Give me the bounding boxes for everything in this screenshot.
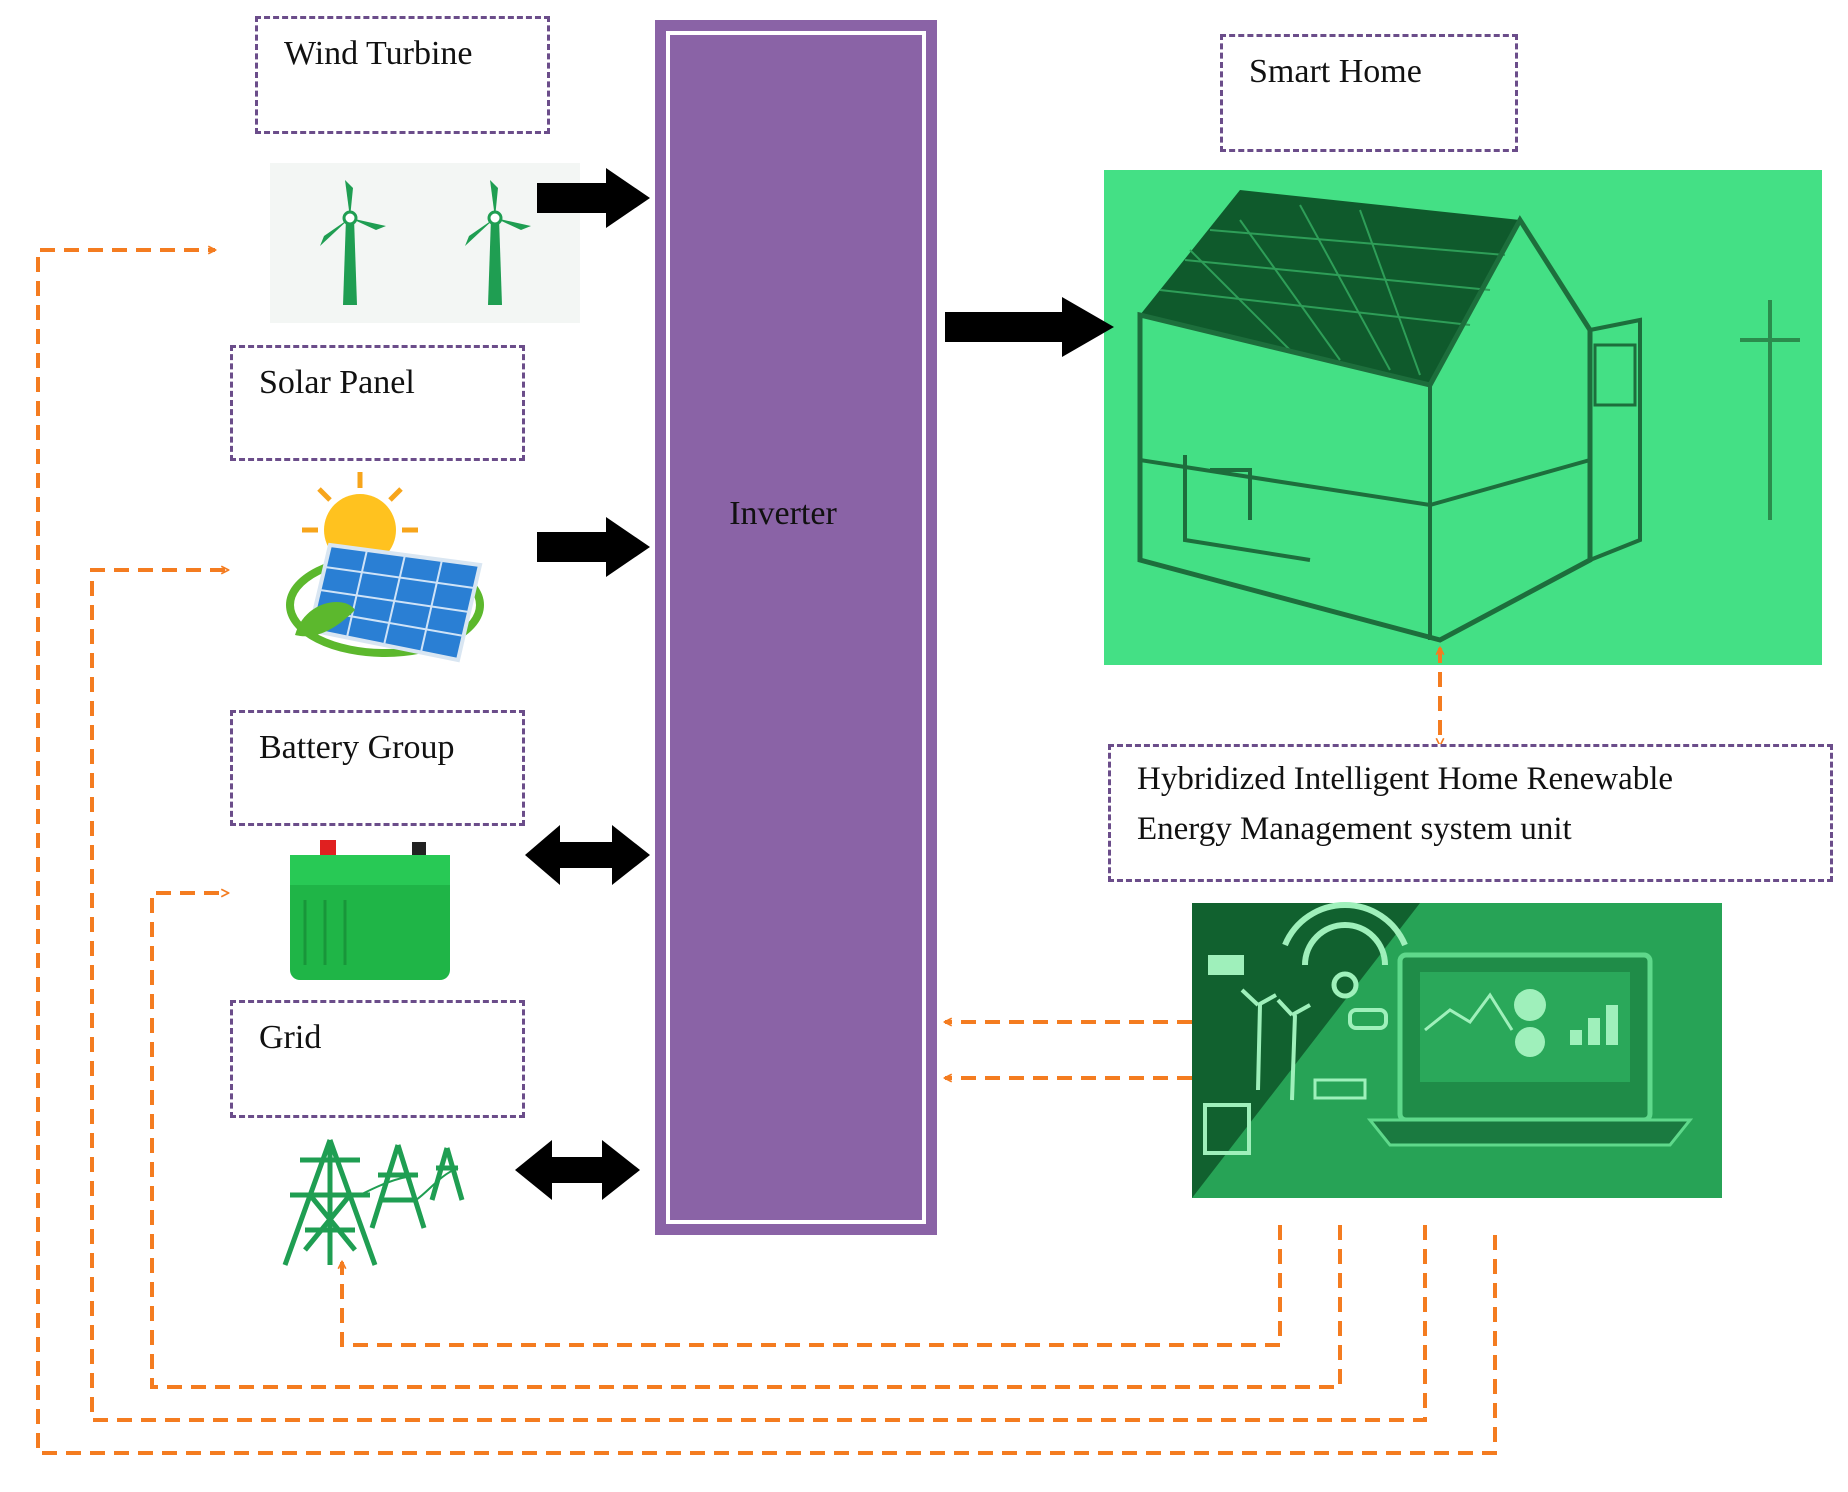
label-solar-panel: Solar Panel: [230, 345, 525, 461]
smart-home-image: [1104, 170, 1822, 665]
solar-panel-icon: [286, 472, 484, 663]
label-battery-group-text: Battery Group: [259, 729, 455, 766]
line-ems-to-solar: [90, 570, 1427, 1422]
control-signal-lines: [36, 250, 1497, 1455]
line-ems-to-grid: [342, 1225, 1282, 1347]
arrow-inverter-to-home: [945, 297, 1114, 357]
line-ems-to-wind: [36, 250, 1497, 1455]
arrow-grid-inverter: [515, 1140, 640, 1200]
label-smart-home: Smart Home: [1220, 34, 1518, 152]
label-wind-turbine-text: Wind Turbine: [284, 35, 473, 72]
ems-unit-image: [1192, 902, 1722, 1198]
label-smart-home-text: Smart Home: [1249, 53, 1422, 90]
grid-pylons-icon: [282, 1139, 465, 1266]
battery-icon: [290, 840, 450, 980]
label-solar-panel-text: Solar Panel: [259, 364, 415, 401]
label-ems-line-2: Energy Management system unit: [1137, 810, 1572, 847]
arrow-wind-to-inverter: [537, 168, 650, 228]
inverter-block: [655, 20, 937, 1235]
inverter-label: Inverter: [729, 495, 837, 532]
wind-turbine-icon: [270, 163, 580, 323]
arrow-solar-to-inverter: [537, 517, 650, 577]
label-wind-turbine: Wind Turbine: [255, 16, 550, 134]
label-ems-unit: Hybridized Intelligent Home Renewable En…: [1108, 744, 1833, 882]
power-flow-arrows: [515, 168, 1114, 1200]
label-battery-group: Battery Group: [230, 710, 525, 826]
label-grid: Grid: [230, 1000, 525, 1118]
label-ems-line-1: Hybridized Intelligent Home Renewable: [1137, 761, 1674, 797]
label-grid-text: Grid: [259, 1019, 322, 1056]
line-ems-to-battery: [150, 893, 1342, 1389]
arrow-battery-inverter: [525, 825, 650, 885]
